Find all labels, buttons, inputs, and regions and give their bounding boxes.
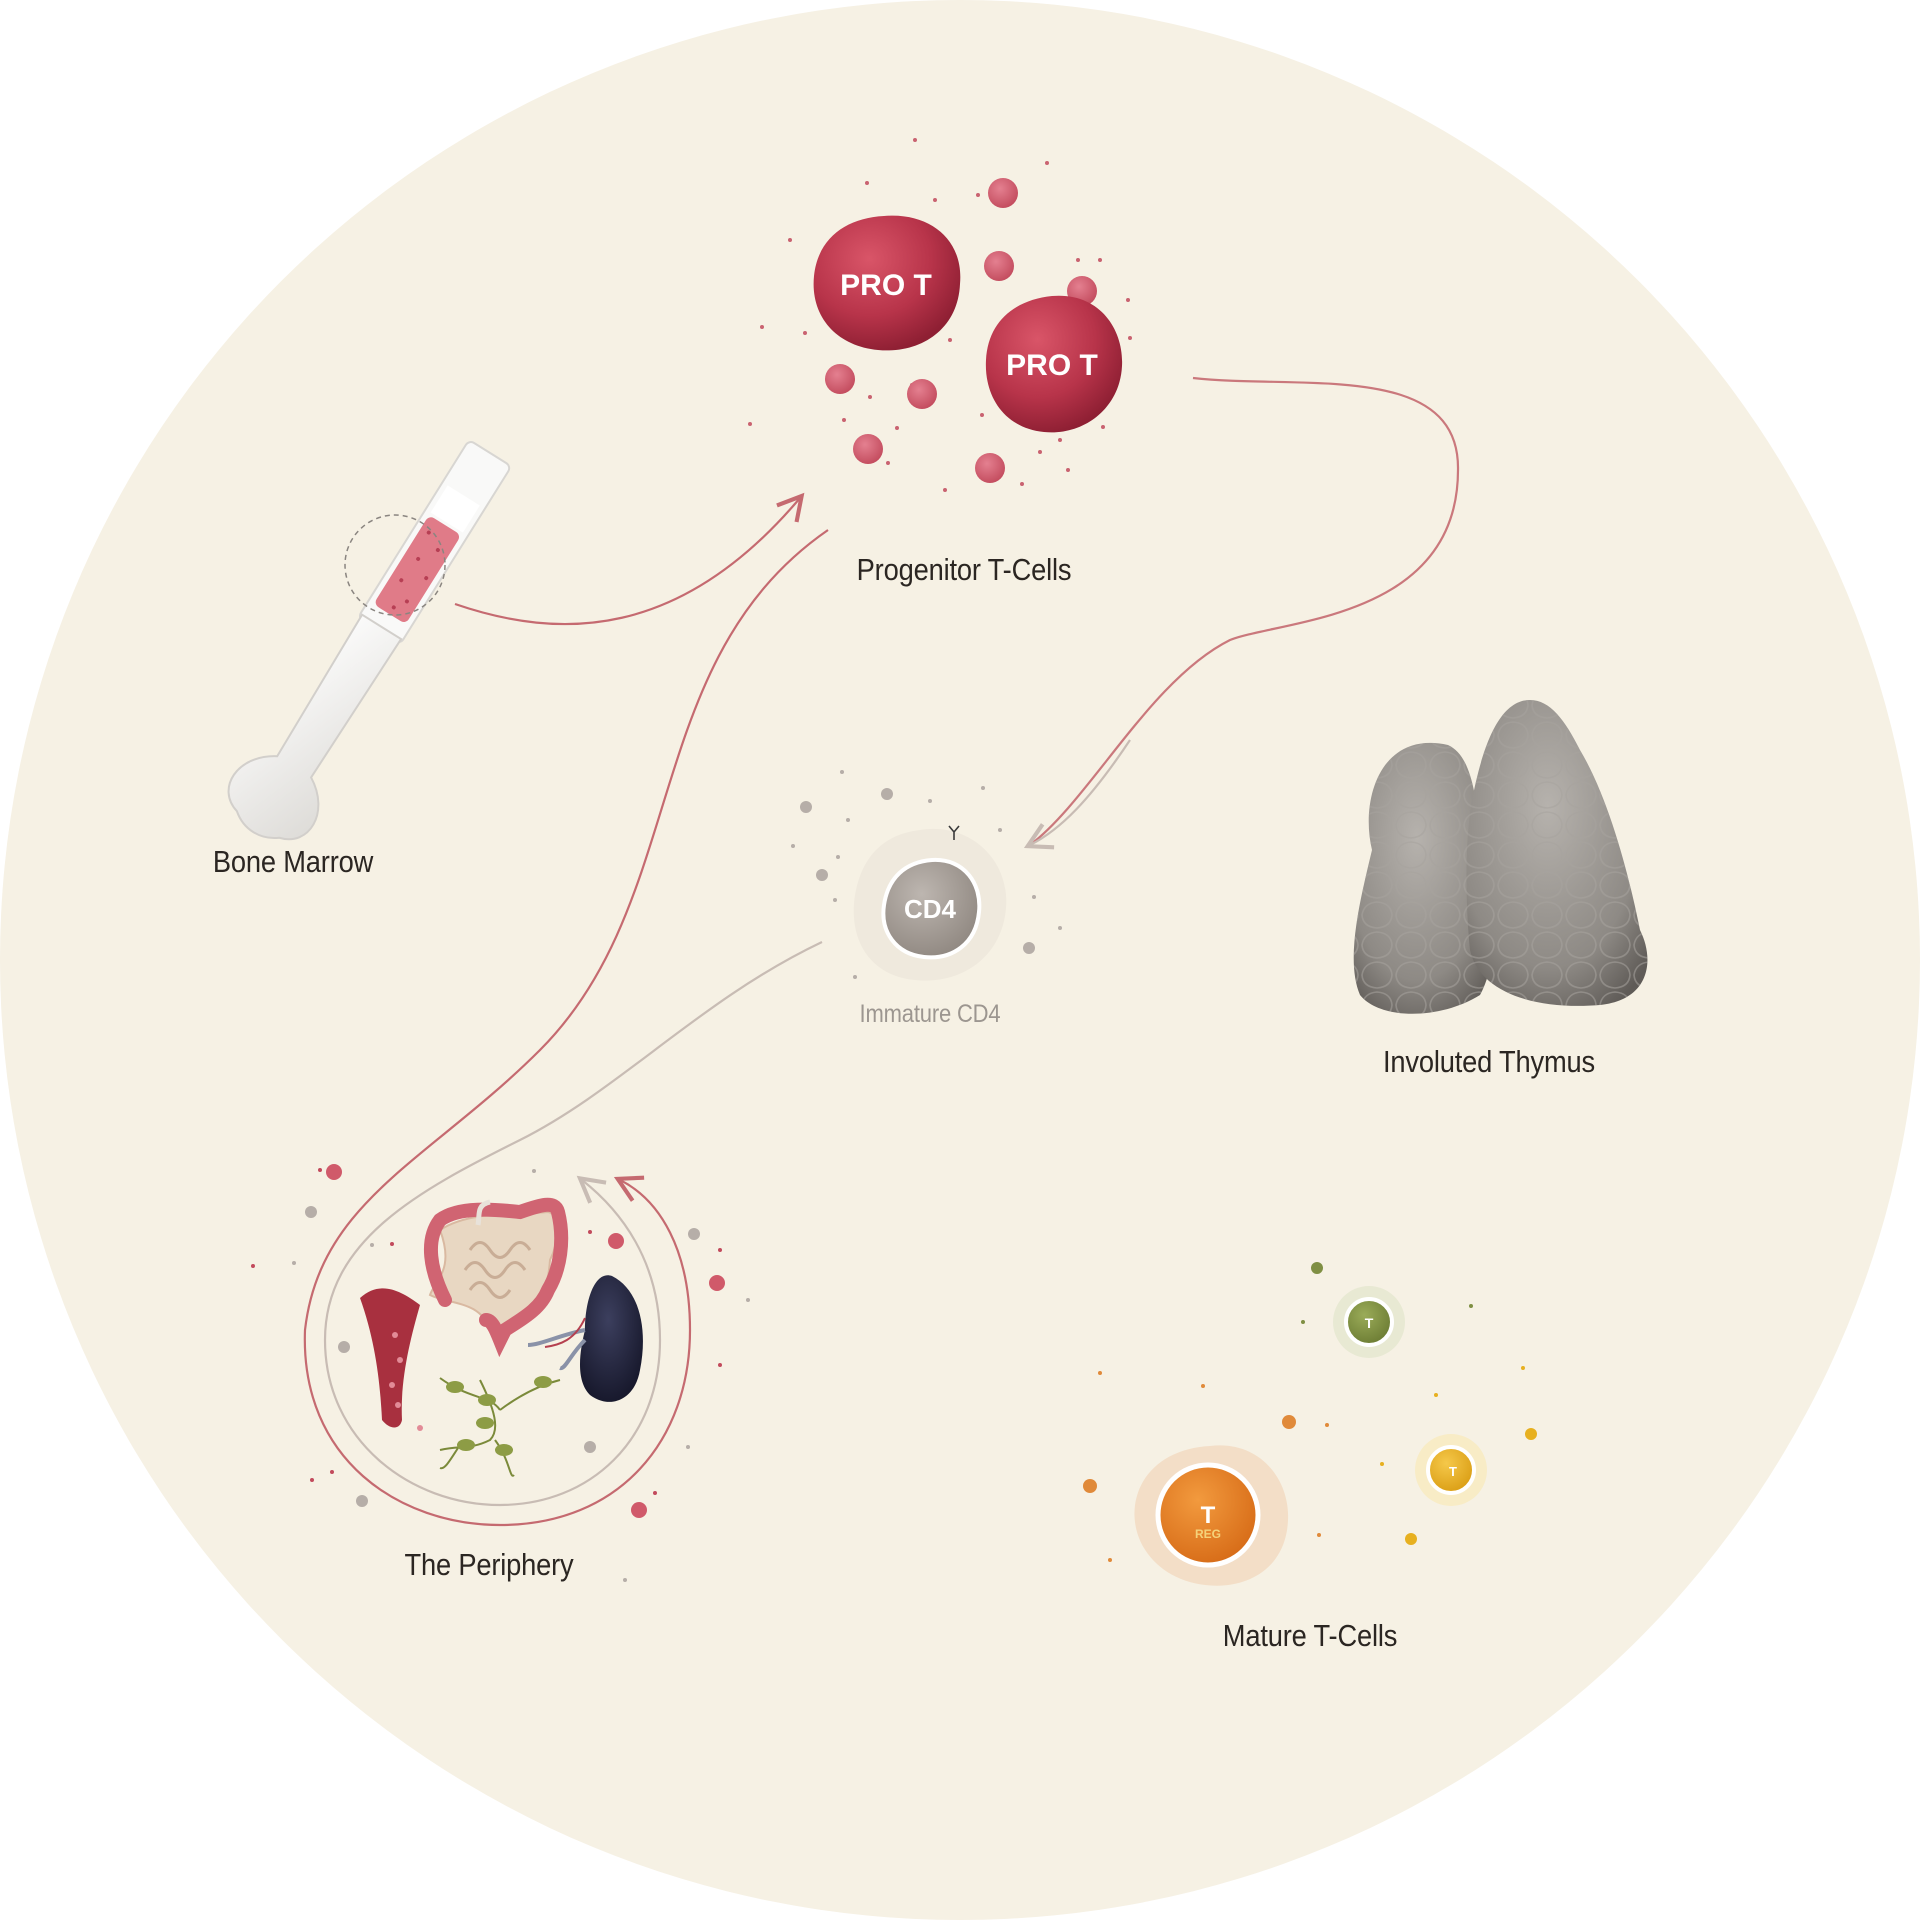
small-progenitor-cell <box>907 379 937 409</box>
small-progenitor-cell <box>984 251 1014 281</box>
pro-t-cell: PRO T <box>985 295 1123 433</box>
treg-sublabel: REG <box>1195 1527 1221 1541</box>
arrow-cd4-to-periphery <box>323 941 823 1507</box>
involuted-thymus-illustration <box>1353 700 1648 1014</box>
immature-cd4-group: CD4 <box>791 770 1062 981</box>
mature-t-cells-label: Mature T-Cells <box>1222 1618 1398 1653</box>
lymph-node-icon <box>439 1377 561 1477</box>
flow-arrows <box>303 376 1460 1527</box>
periphery-group <box>251 1164 750 1582</box>
yellow-t-label: T <box>1449 1464 1457 1479</box>
green-t-label: T <box>1365 1315 1374 1331</box>
arrow-periphery-to-progenitor <box>303 529 829 1527</box>
pro-t-cell-label: PRO T <box>1006 349 1098 382</box>
small-progenitor-cell <box>975 453 1005 483</box>
progenitor-cells-group: PRO T PRO T <box>748 138 1132 492</box>
spleen-icon <box>580 1275 643 1402</box>
cd4-label: CD4 <box>904 894 957 924</box>
progenitor-t-cells-label: Progenitor T-Cells <box>856 552 1072 587</box>
arrow-bone-to-progenitor <box>454 492 805 626</box>
the-periphery-label: The Periphery <box>404 1547 574 1582</box>
small-progenitor-cell <box>825 364 855 394</box>
arrow-progenitor-to-cd4-tail <box>1023 739 1131 850</box>
mature-t-cells-group: T REG T T <box>1083 1262 1537 1586</box>
small-progenitor-cell <box>853 434 883 464</box>
bone-marrow-illustration <box>227 441 511 841</box>
treg-label: T <box>1201 1502 1216 1529</box>
small-progenitor-cell <box>988 178 1018 208</box>
pro-t-cell: PRO T <box>813 215 961 351</box>
receptor-icon <box>948 825 960 840</box>
pro-t-cell-label: PRO T <box>840 269 932 302</box>
involuted-thymus-label: Involuted Thymus <box>1382 1044 1596 1079</box>
immature-cd4-label: Immature CD4 <box>859 1000 1001 1028</box>
blood-vessel-icon <box>360 1288 420 1428</box>
bone-marrow-label: Bone Marrow <box>212 844 374 879</box>
arrow-progenitor-to-cd4 <box>1029 376 1460 846</box>
